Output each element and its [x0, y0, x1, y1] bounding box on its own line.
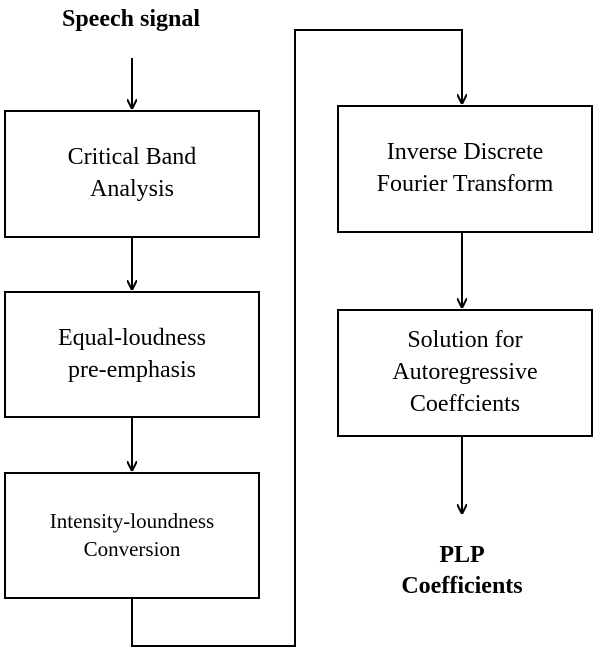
autoregressive-line2: Autoregressive	[392, 359, 538, 386]
equal-loudness-line2: pre-emphasis	[68, 356, 196, 383]
speech-signal-label: Speech signal	[36, 4, 226, 35]
equal-loudness-line1: Equal-loudness	[58, 324, 206, 351]
intensity-line2: Conversion	[83, 536, 181, 561]
arrow-intensity-to-idft	[131, 29, 462, 647]
critical-band-analysis-box: Critical Band Analysis	[4, 110, 260, 238]
plp-line1: PLP	[439, 542, 485, 568]
inverse-dft-box: Inverse Discrete Fourier Transform	[337, 105, 593, 233]
autoregressive-line3: Coeffcients	[409, 390, 521, 417]
speech-signal-text: Speech signal	[61, 6, 201, 32]
plp-coefficients-label: PLP Coefficients	[362, 540, 562, 602]
idft-line1: Inverse Discrete	[386, 139, 544, 166]
intensity-loudness-box: Intensity-loundness Conversion	[4, 472, 260, 599]
autoregressive-solution-box: Solution for Autoregressive Coeffcients	[337, 309, 593, 437]
intensity-line1: Intensity-loundness	[49, 508, 215, 533]
autoregressive-line1: Solution for	[407, 327, 523, 354]
critical-band-line2: Analysis	[90, 176, 174, 202]
plp-line2: Coefficients	[401, 573, 523, 600]
critical-band-line1: Critical Band	[67, 144, 197, 171]
idft-line2: Fourier Transform	[376, 171, 554, 197]
equal-loudness-box: Equal-loudness pre-emphasis	[4, 291, 260, 418]
